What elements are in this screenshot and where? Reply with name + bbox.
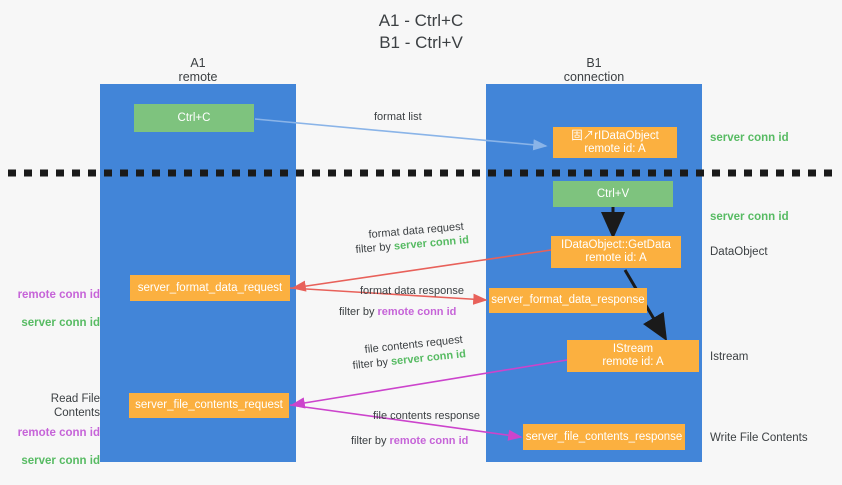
box-idataobject-getdata-line1: IDataObject::GetData [561,239,671,251]
label-left-conn-ids-bottom: remote conn id server conn id [8,412,100,482]
caption-format-list: format list [374,111,422,123]
caption-format-data-response-filter: filter by remote conn id [339,305,456,319]
filter-prefix: filter by [352,355,392,372]
label-istream: Istream [710,351,749,363]
label-remote-conn-id: remote conn id [17,289,100,301]
label-server-conn-id: server conn id [21,455,100,467]
column-header-b1: B1 connection [563,56,625,84]
filter-prefix: filter by [355,240,395,256]
box-server-file-contents-response[interactable]: server_file_contents_response [523,424,685,450]
box-istream[interactable]: IStream remote id: A [567,340,699,372]
label-remote-conn-id: remote conn id [17,427,100,439]
filter-value-remote-conn-id: remote conn id [389,435,469,447]
box-istream-line1: IStream [612,343,654,355]
label-left-conn-ids-top: remote conn id server conn id [8,274,100,344]
box-server-format-data-response-label: server_format_data_response [491,294,645,306]
box-ctrl-v-label: Ctrl+V [596,187,630,200]
column-header-a1: A1 remote [178,56,218,84]
box-server-format-data-request[interactable]: server_format_data_request [130,275,290,301]
filter-prefix: filter by [351,435,390,447]
box-format-list-dataobject-line2: remote id: A [584,142,646,155]
box-server-file-contents-request[interactable]: server_file_contents_request [129,393,289,418]
box-idataobject-getdata-line2: remote id: A [585,252,647,264]
box-ctrl-c[interactable]: Ctrl+C [134,104,254,132]
label-server-conn-id: server conn id [21,317,100,329]
caption-file-contents-response: file contents response [373,410,481,422]
box-format-list-dataobject[interactable]: 固↗rIDataObject remote id: A [553,127,677,158]
filter-prefix: filter by [339,306,378,318]
box-server-file-contents-response-label: server_file_contents_response [525,430,683,443]
label-server-conn-id-top: server conn id [710,132,789,144]
label-read-file-contents: Read File Contents [50,393,100,419]
box-idataobject-getdata[interactable]: IDataObject::GetData remote id: A [551,236,681,268]
page-title: A1 - Ctrl+C B1 - Ctrl+V [378,11,464,52]
box-ctrl-c-label: Ctrl+C [177,111,211,124]
box-ctrl-v[interactable]: Ctrl+V [553,181,673,207]
box-format-list-dataobject-line1: 固↗rIDataObject [571,129,659,142]
box-server-format-data-response[interactable]: server_format_data_response [489,288,647,313]
label-write-file-contents: Write File Contents [710,432,808,444]
caption-format-data-response: format data response [360,285,464,297]
caption-file-contents-response-filter: filter by remote conn id [351,434,468,448]
box-server-format-data-request-label: server_format_data_request [137,281,283,294]
label-dataobject: DataObject [710,246,768,258]
box-server-file-contents-request-label: server_file_contents_request [135,399,283,411]
box-istream-line2: remote id: A [602,356,664,368]
label-server-conn-id-second: server conn id [710,211,789,223]
filter-value-remote-conn-id: remote conn id [377,306,457,318]
